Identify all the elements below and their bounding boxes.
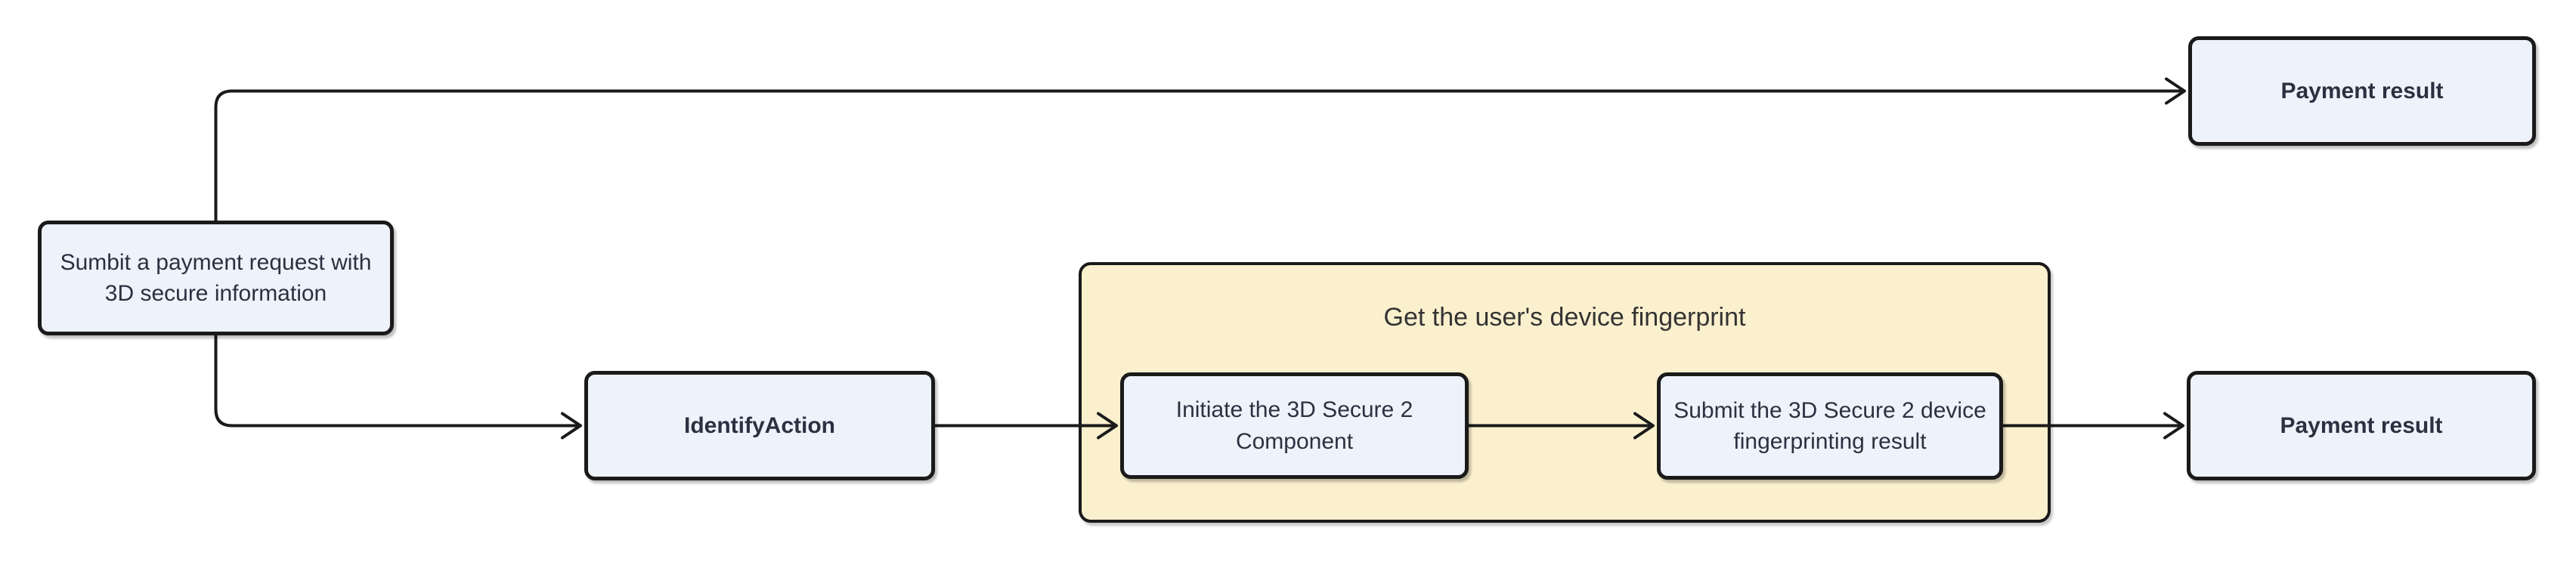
node-initiate-3ds2-component: Initiate the 3D Secure 2 Component (1120, 372, 1469, 479)
edge-submit-to-identify-action (214, 335, 582, 440)
node-payment-result-bottom: Payment result (2187, 371, 2536, 480)
node-payment-result-top: Payment result (2188, 36, 2536, 146)
node-identify-action: IdentifyAction (584, 371, 935, 480)
edge-submit-to-payment-result-top (214, 77, 2186, 221)
node-submit-payment-request: Sumbit a payment request with 3D secure … (38, 221, 394, 335)
node-submit-fingerprinting-result: Submit the 3D Secure 2 device fingerprin… (1657, 372, 2003, 480)
